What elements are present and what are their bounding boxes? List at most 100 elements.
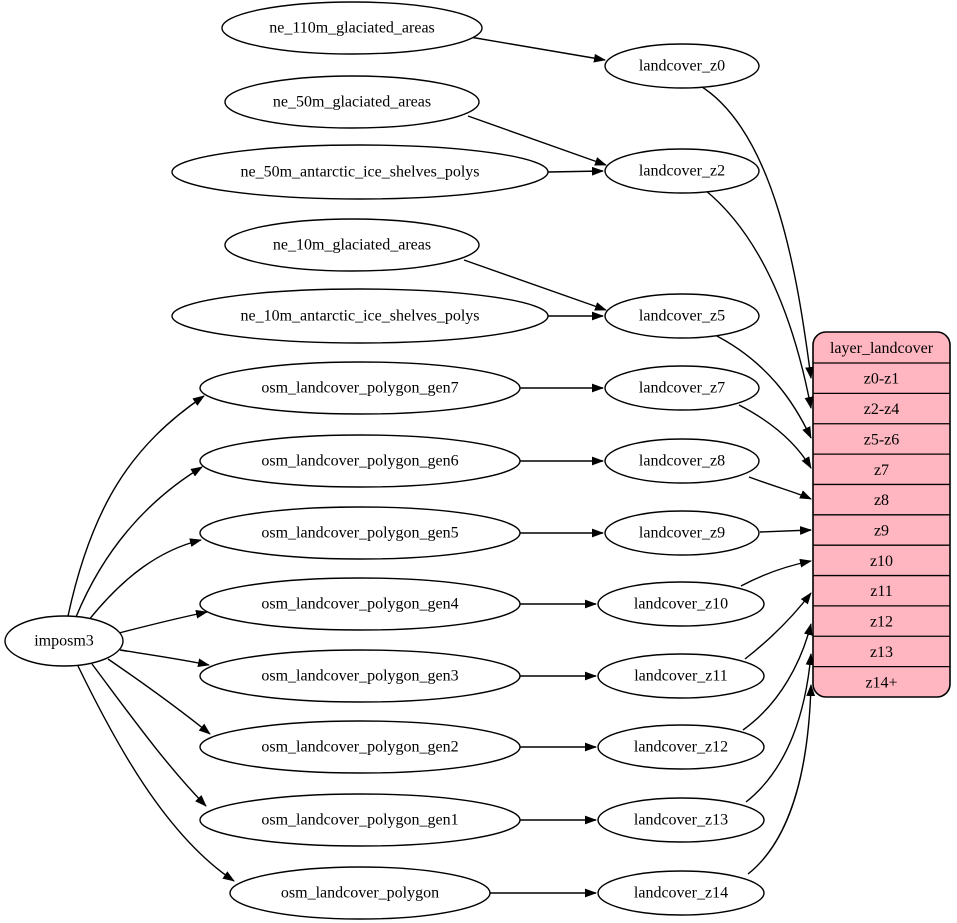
row-z11-label: z11 xyxy=(870,583,893,600)
landcover-z13-ellipse xyxy=(597,797,765,843)
ne-10m-glaciated-areas-label: ne_10m_glaciated_areas xyxy=(273,237,431,254)
node-landcover-z9: landcover_z9 xyxy=(604,510,760,556)
landcover-z0-label: landcover_z0 xyxy=(639,58,725,75)
table-layer-landcover: layer_landcoverz0-z1z2-z4z5-z6z7z8z9z10z… xyxy=(812,331,951,698)
landcover-z13-label: landcover_z13 xyxy=(634,812,728,829)
landcover-z2-ellipse xyxy=(604,148,760,194)
edge-imposm3-to-osm-landcover-polygon-gen7 xyxy=(67,395,205,617)
ne-50m-antarctic-ice-shelves-polys-label: ne_50m_antarctic_ice_shelves_polys xyxy=(240,164,479,181)
landcover-z5-ellipse xyxy=(604,293,760,339)
node-landcover-z11: landcover_z11 xyxy=(597,653,765,699)
node-ne-110m-glaciated-areas: ne_110m_glaciated_areas xyxy=(221,1,483,55)
node-landcover-z12: landcover_z12 xyxy=(597,724,765,770)
node-osm-landcover-polygon-gen2: osm_landcover_polygon_gen2 xyxy=(199,720,521,774)
node-landcover-z2: landcover_z2 xyxy=(604,148,760,194)
landcover-z7-ellipse xyxy=(604,365,760,411)
node-ne-50m-antarctic-ice-shelves-polys: ne_50m_antarctic_ice_shelves_polys xyxy=(171,144,549,200)
edge-landcover-z11-to-layer-landcover-z11 xyxy=(744,592,812,660)
osm-landcover-polygon-gen5-label: osm_landcover_polygon_gen5 xyxy=(261,525,458,542)
ne-110m-glaciated-areas-ellipse xyxy=(221,1,483,55)
landcover-z2-label: landcover_z2 xyxy=(639,163,725,180)
node-osm-landcover-polygon-gen5: osm_landcover_polygon_gen5 xyxy=(199,506,521,560)
node-landcover-z14: landcover_z14 xyxy=(597,870,765,916)
osm-landcover-polygon-gen2-label: osm_landcover_polygon_gen2 xyxy=(261,739,458,756)
ne-110m-glaciated-areas-label: ne_110m_glaciated_areas xyxy=(269,20,435,37)
row-z14--label: z14+ xyxy=(865,674,897,691)
landcover-z12-label: landcover_z12 xyxy=(634,739,728,756)
osm-landcover-polygon-gen4-label: osm_landcover_polygon_gen4 xyxy=(261,596,458,613)
edges-layer xyxy=(67,35,816,898)
landcover-z12-ellipse xyxy=(597,724,765,770)
landcover-z7-label: landcover_z7 xyxy=(639,380,725,397)
node-landcover-z13: landcover_z13 xyxy=(597,797,765,843)
landcover-z14-ellipse xyxy=(597,870,765,916)
row-z12-label: z12 xyxy=(870,614,893,631)
landcover-z9-label: landcover_z9 xyxy=(639,525,725,542)
landcover-z8-label: landcover_z8 xyxy=(639,453,725,470)
node-osm-landcover-polygon: osm_landcover_polygon xyxy=(229,866,491,920)
row-z7-label: z7 xyxy=(874,462,889,479)
node-landcover-z7: landcover_z7 xyxy=(604,365,760,411)
edge-landcover-z13-to-layer-landcover-z13 xyxy=(745,653,815,803)
edge-imposm3-to-osm-landcover-polygon-gen4 xyxy=(118,609,208,634)
ne-50m-glaciated-areas-label: ne_50m_glaciated_areas xyxy=(273,94,431,111)
landcover-z14-label: landcover_z14 xyxy=(634,885,728,902)
edge-landcover-z0-to-layer-landcover-z0-z1 xyxy=(698,84,814,379)
edge-imposm3-to-osm-landcover-polygon-gen1 xyxy=(91,663,207,807)
edge-imposm3-to-osm-landcover-polygon-gen2 xyxy=(107,658,211,735)
edge-imposm3-to-osm-landcover-polygon-gen5 xyxy=(87,538,202,622)
landcover-z10-label: landcover_z10 xyxy=(634,596,728,613)
osm-landcover-polygon-ellipse xyxy=(229,866,491,920)
edge-landcover-z12-to-layer-landcover-z12 xyxy=(742,623,813,731)
edge-landcover-z2-to-layer-landcover-z2-z4 xyxy=(704,189,814,409)
row-z13-label: z13 xyxy=(870,644,893,661)
ne-10m-antarctic-ice-shelves-polys-label: ne_10m_antarctic_ice_shelves_polys xyxy=(240,308,479,325)
osm-landcover-polygon-gen1-label: osm_landcover_polygon_gen1 xyxy=(261,812,458,829)
edge-imposm3-to-osm-landcover-polygon-gen6 xyxy=(75,466,203,618)
edge-ne-50m-antarctic-ice-shelves-polys-to-landcover-z2 xyxy=(547,166,604,176)
imposm3-ellipse xyxy=(4,615,124,667)
osm-landcover-polygon-gen2-ellipse xyxy=(199,720,521,774)
osm-landcover-polygon-gen3-label: osm_landcover_polygon_gen3 xyxy=(261,668,458,685)
ne-10m-glaciated-areas-ellipse xyxy=(224,218,480,272)
osm-landcover-polygon-gen4-ellipse xyxy=(199,577,521,631)
table-layer: layer_landcoverz0-z1z2-z4z5-z6z7z8z9z10z… xyxy=(812,331,951,698)
node-landcover-z0: landcover_z0 xyxy=(604,43,760,89)
osm-landcover-polygon-gen6-ellipse xyxy=(199,434,521,488)
landcover-z11-ellipse xyxy=(597,653,765,699)
ne-50m-antarctic-ice-shelves-polys-ellipse xyxy=(171,144,549,200)
edge-landcover-z10-to-layer-landcover-z10 xyxy=(740,558,812,587)
landcover-z8-ellipse xyxy=(604,438,760,484)
node-osm-landcover-polygon-gen4: osm_landcover_polygon_gen4 xyxy=(199,577,521,631)
row-z8-label: z8 xyxy=(874,492,889,509)
edge-landcover-z7-to-layer-landcover-z7 xyxy=(738,404,812,469)
node-imposm3: imposm3 xyxy=(4,615,124,667)
landcover-z9-ellipse xyxy=(604,510,760,556)
edge-ne-50m-glaciated-areas-to-landcover-z2 xyxy=(467,115,607,166)
layer-landcover-header: layer_landcover xyxy=(830,340,934,357)
landcover-z5-label: landcover_z5 xyxy=(639,308,725,325)
osm-landcover-polygon-gen6-label: osm_landcover_polygon_gen6 xyxy=(261,453,458,470)
node-landcover-z8: landcover_z8 xyxy=(604,438,760,484)
edge-landcover-z9-to-layer-landcover-z9 xyxy=(759,526,812,535)
row-z10-label: z10 xyxy=(870,553,893,570)
node-osm-landcover-polygon-gen6: osm_landcover_polygon_gen6 xyxy=(199,434,521,488)
node-osm-landcover-polygon-gen3: osm_landcover_polygon_gen3 xyxy=(199,649,521,703)
landcover-z10-ellipse xyxy=(597,581,765,627)
row-z0-z1-label: z0-z1 xyxy=(864,371,900,388)
edge-landcover-z8-to-layer-landcover-z8 xyxy=(748,476,812,500)
landcover-z11-label: landcover_z11 xyxy=(634,668,728,685)
edge-landcover-z5-to-layer-landcover-z5-z6 xyxy=(710,332,812,439)
osm-landcover-polygon-label: osm_landcover_polygon xyxy=(281,885,439,902)
node-osm-landcover-polygon-gen1: osm_landcover_polygon_gen1 xyxy=(199,793,521,847)
osm-landcover-polygon-gen3-ellipse xyxy=(199,649,521,703)
node-ne-50m-glaciated-areas: ne_50m_glaciated_areas xyxy=(224,75,480,129)
node-osm-landcover-polygon-gen7: osm_landcover_polygon_gen7 xyxy=(199,361,521,415)
row-z9-label: z9 xyxy=(874,523,889,540)
row-z5-z6-label: z5-z6 xyxy=(864,431,900,448)
node-landcover-z5: landcover_z5 xyxy=(604,293,760,339)
osm-landcover-polygon-gen1-ellipse xyxy=(199,793,521,847)
edge-imposm3-to-osm-landcover-polygon xyxy=(77,665,235,882)
